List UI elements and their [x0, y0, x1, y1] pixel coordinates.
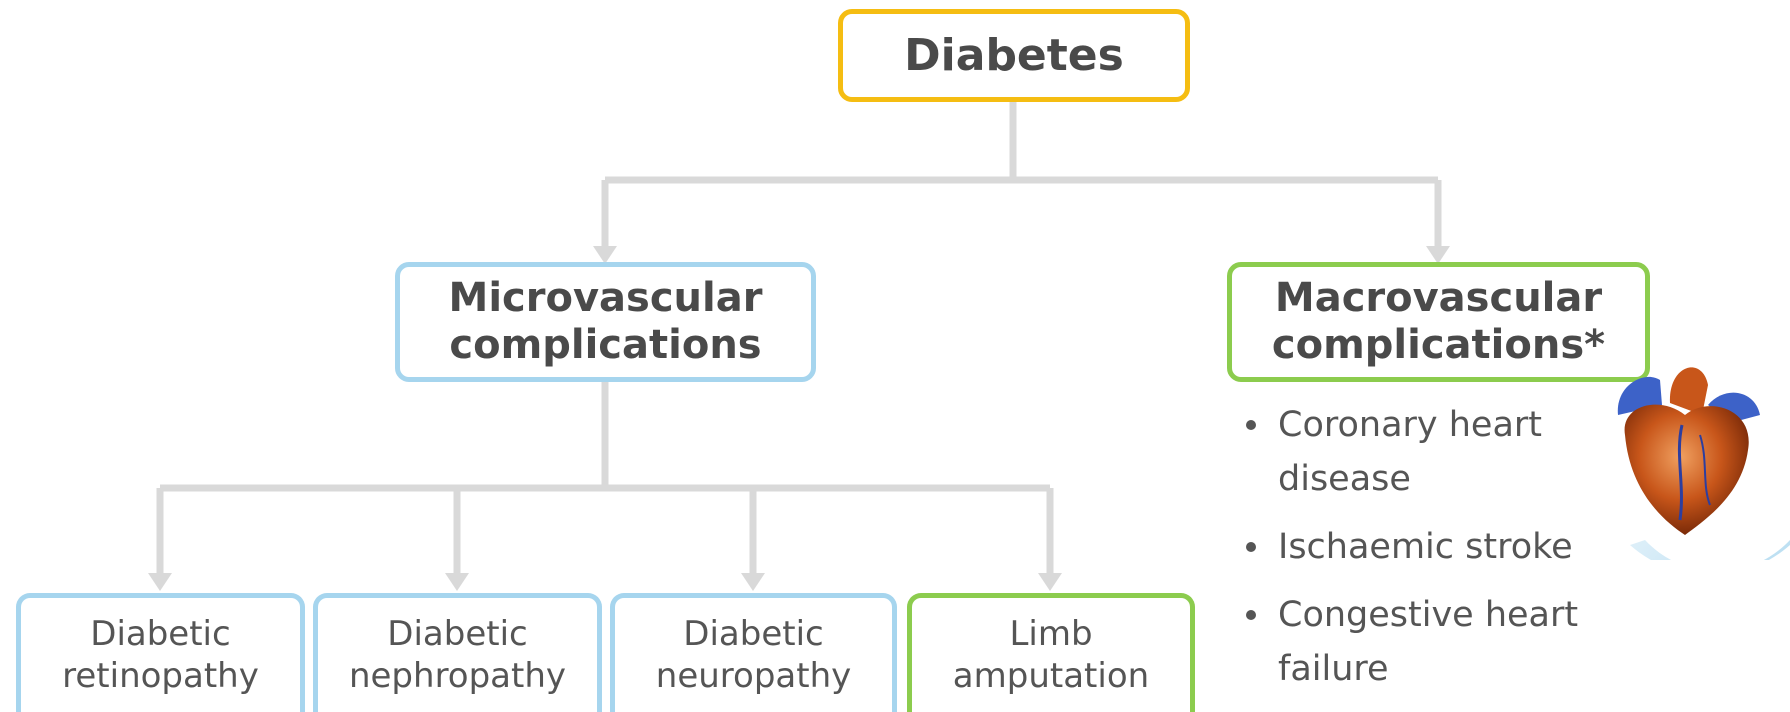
- node-microvascular-label: Microvascular complications: [448, 275, 763, 368]
- arrowhead-leaf-2: [445, 573, 469, 591]
- node-macrovascular-label: Macrovascular complications*: [1271, 275, 1606, 368]
- list-item: Coronary heart disease: [1238, 398, 1618, 506]
- list-item: Ischaemic stroke: [1238, 520, 1618, 574]
- node-retinopathy: Diabetic retinopathy: [16, 593, 305, 712]
- node-diabetes: Diabetes: [838, 9, 1190, 102]
- node-macrovascular: Macrovascular complications*: [1227, 262, 1650, 382]
- heart-artery-line: [1677, 424, 1684, 521]
- list-item: Congestive heart failure: [1238, 588, 1618, 696]
- heart-vessel-aorta: [1669, 367, 1708, 415]
- node-nephropathy: Diabetic nephropathy: [313, 593, 602, 712]
- heart-body: [1624, 404, 1749, 535]
- arrowhead-leaf-3: [741, 573, 765, 591]
- node-retinopathy-label: Diabetic retinopathy: [62, 614, 259, 696]
- node-neuropathy: Diabetic neuropathy: [610, 593, 897, 712]
- node-limb-amputation: Limb amputation: [907, 593, 1195, 712]
- node-microvascular: Microvascular complications: [395, 262, 816, 382]
- heart-artery-line-2: [1699, 434, 1711, 506]
- node-limb-amputation-label: Limb amputation: [952, 614, 1150, 696]
- arrowhead-leaf-1: [148, 573, 172, 591]
- arrowhead-micro: [593, 246, 617, 264]
- node-diabetes-label: Diabetes: [904, 30, 1124, 81]
- node-neuropathy-label: Diabetic neuropathy: [655, 614, 852, 696]
- macrovascular-list: Coronary heart disease Ischaemic stroke …: [1238, 398, 1618, 710]
- arrowhead-macro: [1426, 246, 1450, 264]
- arrowhead-leaf-4: [1038, 573, 1062, 591]
- heart-icon: [1617, 365, 1790, 560]
- node-nephropathy-label: Diabetic nephropathy: [348, 614, 567, 696]
